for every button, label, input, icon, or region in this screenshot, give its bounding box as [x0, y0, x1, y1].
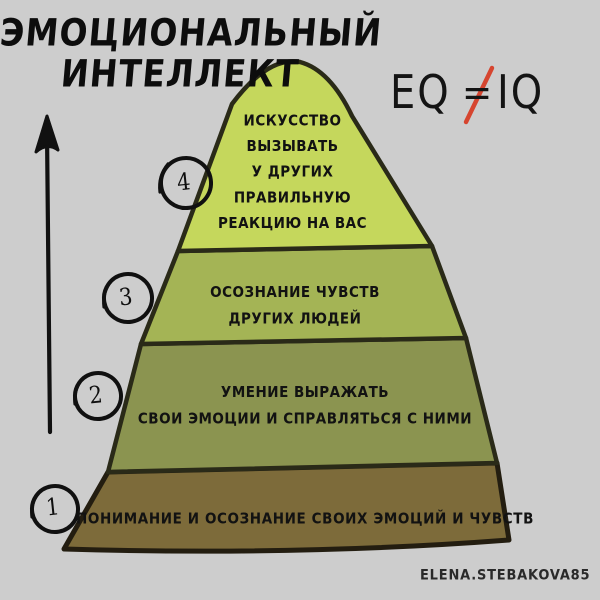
- level-2-number-circle-tail: [73, 376, 85, 406]
- formula-eq-label: EQ: [390, 66, 451, 120]
- pyramid-level-1-label: ПОНИМАНИЕ И ОСОЗНАНИЕ СВОИХ ЭМОЦИЙ И ЧУВ…: [75, 510, 535, 528]
- formula-iq-label: IQ: [497, 66, 545, 120]
- pyramid-level-1-shape: [61, 460, 512, 554]
- pyramid-level-4-label: ИСКУССТВО ВЫЗЫВАТЬ У ДРУГИХ ПРАВИЛЬНУЮ Р…: [217, 112, 368, 233]
- pyramid-level-4-number: 4: [175, 167, 192, 197]
- pyramid-level-1-number: 1: [44, 492, 61, 522]
- pyramid-level-3-number: 3: [117, 282, 134, 312]
- pyramid-level-2-label: УМЕНИЕ ВЫРАЖАТЬ СВОИ ЭМОЦИИ И СПРАВЛЯТЬС…: [137, 383, 473, 428]
- formula-equals-sign: =: [462, 70, 493, 116]
- not-equal-red-slash: [463, 65, 495, 125]
- upward-growth-arrow: [34, 114, 60, 435]
- level-1-number-circle-tail: [30, 489, 42, 519]
- pyramid-level-4-shape: [175, 59, 435, 254]
- pyramid-level-2-number: 2: [87, 380, 104, 410]
- page-title-line-2: ИНТЕЛЛЕКТ: [59, 51, 302, 96]
- pyramid-level-3-label: ОСОЗНАНИЕ ЧУВСТВ ДРУГИХ ЛЮДЕЙ: [210, 283, 380, 328]
- page-title-line-1: ЭМОЦИОНАЛЬНЫЙ: [0, 10, 385, 55]
- level-4-number-circle-tail: [158, 162, 170, 194]
- level-3-number-circle-tail: [102, 278, 114, 309]
- author-watermark: ELENA.STEBAKOVA85: [420, 567, 591, 584]
